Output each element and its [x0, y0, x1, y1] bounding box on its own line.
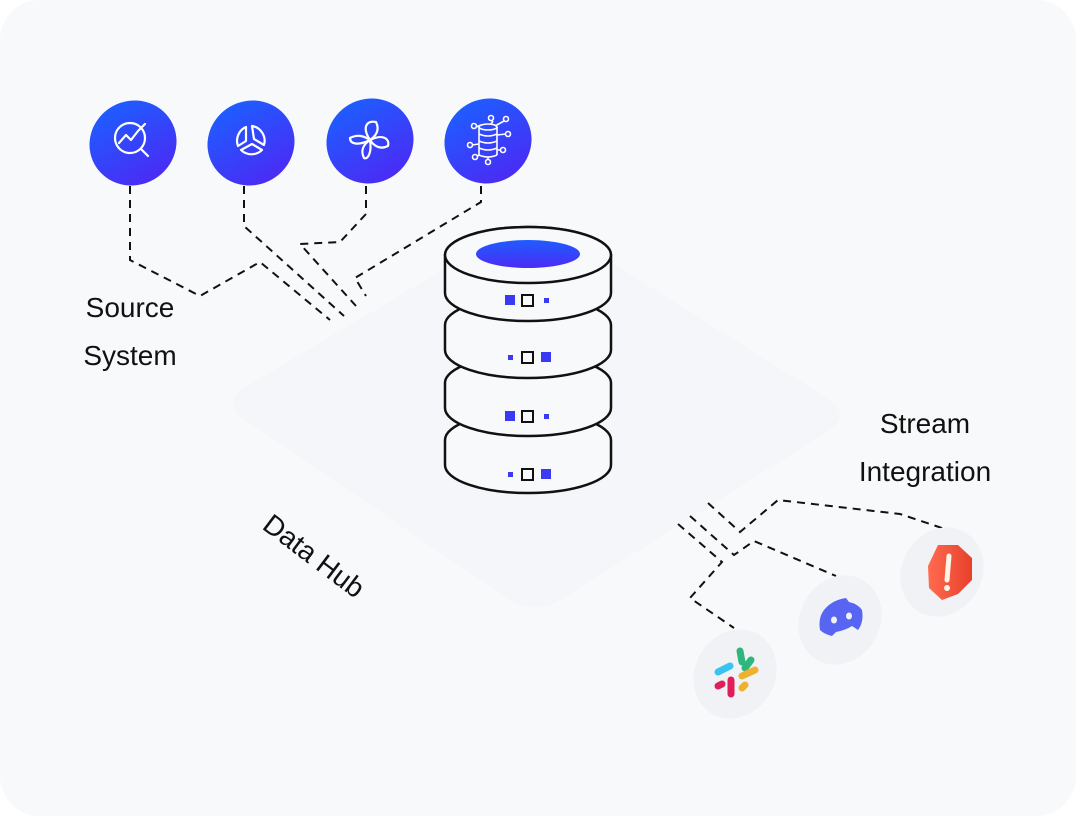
source-icon-3[interactable] [311, 83, 429, 200]
source-connectors [129, 186, 482, 321]
analytics-search-icon [113, 121, 150, 158]
source-system-label-line1: Source [85, 292, 175, 323]
database-network-icon [466, 114, 512, 166]
source-icon-1[interactable] [74, 85, 192, 202]
source-icon-2[interactable] [192, 85, 310, 202]
connector-1 [129, 186, 331, 321]
fan-icon [348, 120, 390, 160]
connector-2 [243, 186, 345, 317]
slack-icon [714, 647, 759, 698]
stream-icon-discord[interactable] [782, 560, 897, 680]
connector-4 [353, 186, 482, 297]
pie-chart-icon [235, 124, 266, 156]
source-system-label-line2: System [83, 340, 177, 371]
source-system-label: Source System [60, 284, 200, 380]
stream-integration-label: Stream Integration [830, 400, 1020, 496]
connector-3 [297, 186, 367, 307]
stream-connectors [677, 498, 949, 629]
stream-icon-slack[interactable] [677, 614, 792, 734]
stream-integration-label-line1: Stream [879, 408, 971, 439]
db-indicators [505, 294, 551, 481]
db-top-disc [476, 240, 580, 268]
stream-icon-alert[interactable] [884, 512, 999, 632]
discord-icon [819, 598, 863, 636]
connector-discord [689, 515, 837, 577]
connector-slack [677, 523, 735, 629]
connector-alert [707, 498, 949, 534]
source-icon-4[interactable] [429, 83, 547, 200]
stream-integration-label-line2: Integration [858, 456, 992, 487]
database-stack[interactable] [443, 225, 613, 495]
